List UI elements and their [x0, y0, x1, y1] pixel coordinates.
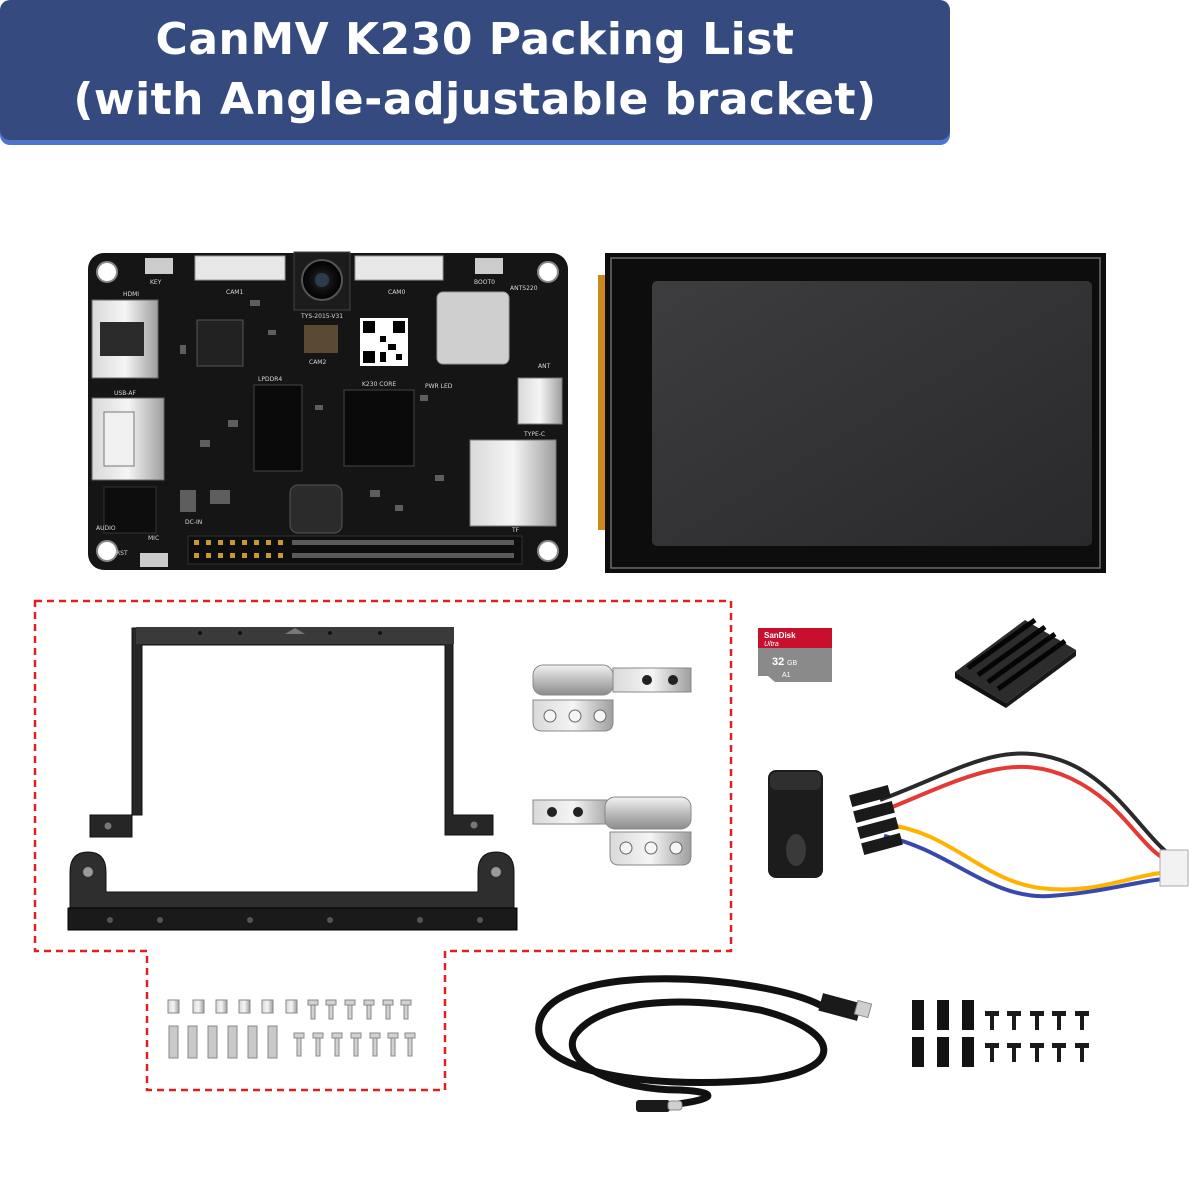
tf-card-slot — [469, 439, 557, 527]
usb-type-c-cable — [535, 975, 873, 1112]
microsd-card: SanDisk Ultra 32 GB A1 — [758, 628, 832, 682]
touch-screen-display — [598, 253, 1106, 573]
mount-hole — [537, 540, 559, 562]
label-rst: RST — [116, 550, 128, 557]
audio-jack — [103, 486, 157, 534]
wifi-module — [436, 291, 510, 365]
card-reader — [768, 770, 823, 878]
sd-class: A1 — [782, 672, 791, 679]
label-dcin: DC-IN — [185, 519, 202, 526]
mount-hole — [96, 540, 118, 562]
sd-brand: SanDisk — [764, 631, 796, 640]
rst-button — [140, 553, 168, 567]
angle-adjustable-bracket — [67, 627, 518, 931]
gpio-header — [187, 535, 523, 565]
k230-board: HDMI KEY CAM1 CAM0 BOOT0 TYS-2015-V31 CA… — [88, 251, 568, 570]
label-pwr-led: PWR LED — [425, 383, 453, 390]
heat-sink — [955, 617, 1076, 708]
label-antenna-chip: ANTS220 — [510, 285, 538, 292]
boot0-button — [475, 258, 503, 274]
label-mic: MIC — [148, 535, 159, 542]
qr-code — [360, 318, 408, 366]
label-cam0: CAM0 — [388, 289, 405, 296]
cam1-connector — [194, 255, 286, 281]
typec-port — [517, 377, 563, 425]
mount-hole — [537, 261, 559, 283]
display-panel — [652, 281, 1092, 546]
title-line-2: (with Angle-adjustable bracket) — [73, 74, 877, 125]
cam0-connector — [354, 255, 444, 281]
label-cam1: CAM1 — [226, 289, 243, 296]
label-lpddr: LPDDR4 — [258, 376, 282, 383]
bracket-kit-outline — [33, 599, 733, 1092]
hinge-left — [532, 664, 692, 732]
sd-capacity: 32 — [772, 656, 784, 668]
label-audio: AUDIO — [96, 525, 116, 532]
cam2-connector — [304, 325, 338, 353]
hinge-right — [532, 796, 692, 866]
label-boot0: BOOT0 — [474, 279, 495, 286]
label-key: KEY — [150, 279, 162, 286]
label-core: K230 CORE — [362, 381, 396, 388]
k230-core-chip — [343, 389, 415, 467]
usb-hub-chip — [196, 319, 244, 367]
label-cam2: CAM2 — [309, 359, 326, 366]
screw-set-left — [167, 999, 416, 1059]
key-button — [145, 258, 173, 274]
title-line-1: CanMV K230 Packing List — [155, 14, 795, 65]
sd-unit: GB — [787, 660, 797, 667]
lpddr-chip — [253, 384, 303, 472]
screw-set-right — [912, 1000, 1089, 1067]
label-ant: ANT — [538, 363, 551, 370]
label-lens: TYS-2015-V31 — [300, 313, 343, 320]
label-hdmi: HDMI — [123, 291, 139, 298]
label-usb: USB-AF — [114, 390, 136, 397]
sd-series: Ultra — [764, 641, 779, 648]
label-typec: TYPE-C — [523, 431, 545, 438]
title-banner: CanMV K230 Packing List (with Angle-adju… — [0, 0, 950, 140]
mount-hole — [96, 261, 118, 283]
inductor — [289, 484, 343, 534]
label-tf: TF — [511, 527, 520, 534]
dupont-cable — [849, 751, 1189, 899]
